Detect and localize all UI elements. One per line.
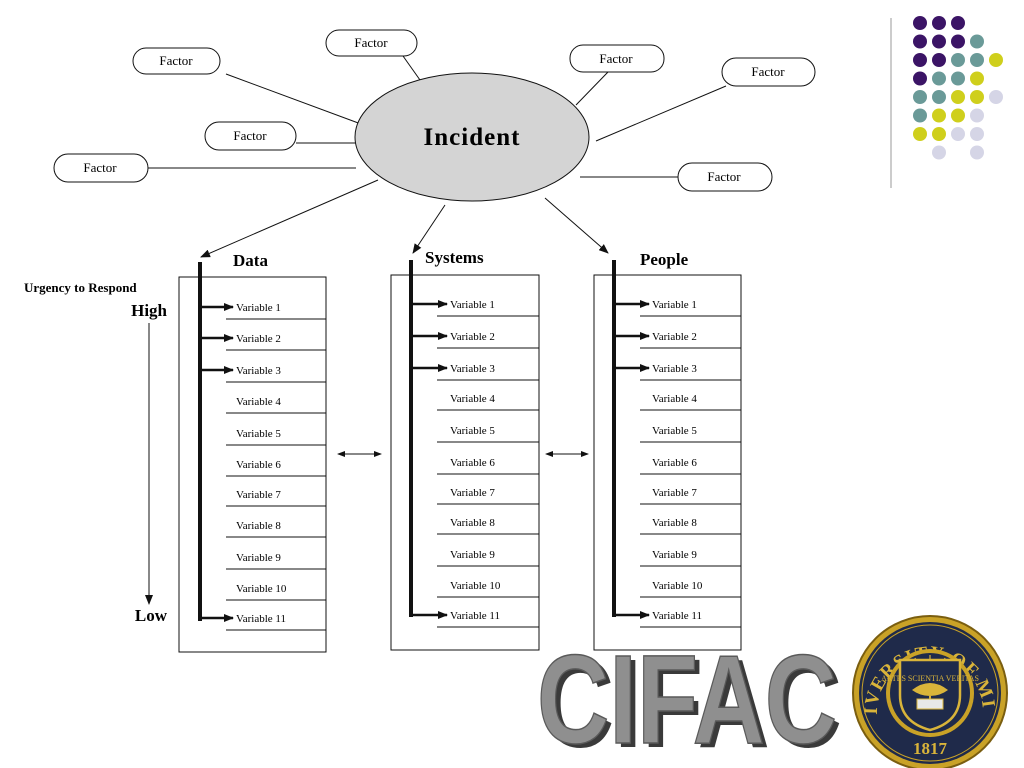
incident-to-column-arrows: [200, 179, 609, 258]
variable-label: Variable 9: [450, 549, 495, 561]
decorative-dot: [970, 145, 984, 160]
decorative-dot: [913, 127, 927, 141]
variable-label: Variable 11: [450, 610, 500, 622]
svg-text:Factor: Factor: [599, 51, 633, 66]
variable-label: Variable 7: [652, 487, 697, 499]
variable-label: Variable 8: [236, 520, 281, 532]
svg-text:Factor: Factor: [159, 53, 193, 68]
svg-text:Factor: Factor: [707, 169, 741, 184]
svg-text:Factor: Factor: [233, 128, 267, 143]
variable-label: Variable 9: [236, 552, 281, 564]
variable-label: Variable 2: [450, 331, 495, 343]
variable-label: Variable 5: [236, 428, 281, 440]
svg-text:Factor: Factor: [751, 64, 785, 79]
decorative-dot: [970, 53, 984, 67]
decorative-dot: [970, 108, 984, 123]
factor-box: Factor: [204, 121, 297, 151]
variable-label: Variable 2: [652, 331, 697, 343]
factor-connectors: [148, 55, 727, 178]
variable-label: Variable 7: [236, 489, 281, 501]
decorative-dot: [951, 127, 965, 141]
column-title-systems: Systems: [425, 248, 484, 267]
variable-label: Variable 1: [236, 302, 281, 314]
column-box-systems: [390, 274, 540, 651]
factor-box: Factor: [132, 47, 221, 75]
factor-box: Factor: [721, 57, 816, 87]
decorative-dot-grid: [913, 16, 1003, 160]
variable-label: Variable 3: [236, 365, 281, 377]
column-box-data: [178, 276, 327, 653]
variable-label: Variable 4: [450, 393, 495, 405]
variable-rows: Variable 1 Variable 2 Variable 3 Variable 4…: [200, 299, 741, 631]
decorative-dot: [932, 71, 946, 86]
decorative-dot: [932, 108, 946, 123]
decorative-dot: [932, 145, 946, 160]
variable-label: Variable 10: [652, 580, 703, 592]
variable-label: Variable 5: [450, 425, 495, 437]
decorative-dot: [932, 16, 946, 30]
decorative-dot: [913, 71, 927, 86]
decorative-dot: [951, 90, 965, 104]
decorative-dot: [913, 90, 927, 104]
decorative-dot: [913, 53, 927, 67]
factor-box: Factor: [677, 162, 773, 192]
variable-label: Variable 6: [652, 457, 697, 469]
decorative-dot: [989, 90, 1003, 104]
seal-motto: ARTES SCIENTIA VERITAS: [881, 674, 979, 683]
decorative-dot: [932, 34, 946, 49]
decorative-dot: [970, 90, 984, 104]
variable-label: Variable 9: [652, 549, 697, 561]
variable-label: Variable 11: [652, 610, 702, 622]
seal-year: 1817: [913, 739, 948, 758]
variable-label: Variable 1: [450, 299, 495, 311]
urgency-low-label: Low: [135, 606, 168, 625]
incident-label: Incident: [424, 124, 521, 151]
column-box-people: [593, 274, 742, 651]
svg-text:CIFAC: CIFAC: [537, 629, 837, 768]
decorative-dot: [913, 34, 927, 49]
decorative-dot: [951, 53, 965, 67]
variable-label: Variable 7: [450, 487, 495, 499]
variable-label: Variable 11: [236, 613, 286, 625]
cifac-logo: CIFAC CIFAC: [536, 628, 842, 768]
incident-node: Incident: [354, 72, 590, 202]
decorative-dot: [913, 16, 927, 30]
decorative-dot: [951, 71, 965, 86]
variable-label: Variable 10: [450, 580, 501, 592]
variable-label: Variable 8: [450, 517, 495, 529]
variable-label: Variable 6: [236, 459, 281, 471]
decorative-dot: [951, 108, 965, 123]
svg-text:CIFAC: CIFAC: [542, 633, 842, 768]
variable-label: Variable 2: [236, 333, 281, 345]
column-title-people: People: [640, 250, 689, 269]
variable-label: Variable 3: [652, 363, 697, 375]
svg-text:Factor: Factor: [354, 35, 388, 50]
decorative-dot: [913, 108, 927, 123]
factor-box: Factor: [569, 44, 665, 73]
factor-box: Factor: [325, 29, 418, 57]
decorative-dot: [970, 34, 984, 49]
variable-label: Variable 3: [450, 363, 495, 375]
decorative-dot: [989, 53, 1003, 67]
decorative-dot: [951, 16, 965, 30]
decorative-dot: [932, 127, 946, 141]
urgency-title: Urgency to Respond: [24, 280, 137, 295]
variable-label: Variable 10: [236, 583, 287, 595]
decorative-dot: [951, 34, 965, 49]
variable-label: Variable 4: [652, 393, 697, 405]
column-title-data: Data: [233, 251, 268, 270]
urgency-high-label: High: [131, 301, 167, 320]
factor-box: Factor: [53, 153, 149, 183]
decorative-dot: [932, 90, 946, 104]
variable-label: Variable 4: [236, 396, 281, 408]
variable-label: Variable 1: [652, 299, 697, 311]
decorative-dot: [970, 71, 984, 86]
variable-label: Variable 8: [652, 517, 697, 529]
svg-text:Factor: Factor: [83, 160, 117, 175]
decorative-dot: [970, 127, 984, 141]
variable-label: Variable 5: [652, 425, 697, 437]
variable-label: Variable 6: [450, 457, 495, 469]
decorative-dot: [932, 53, 946, 67]
